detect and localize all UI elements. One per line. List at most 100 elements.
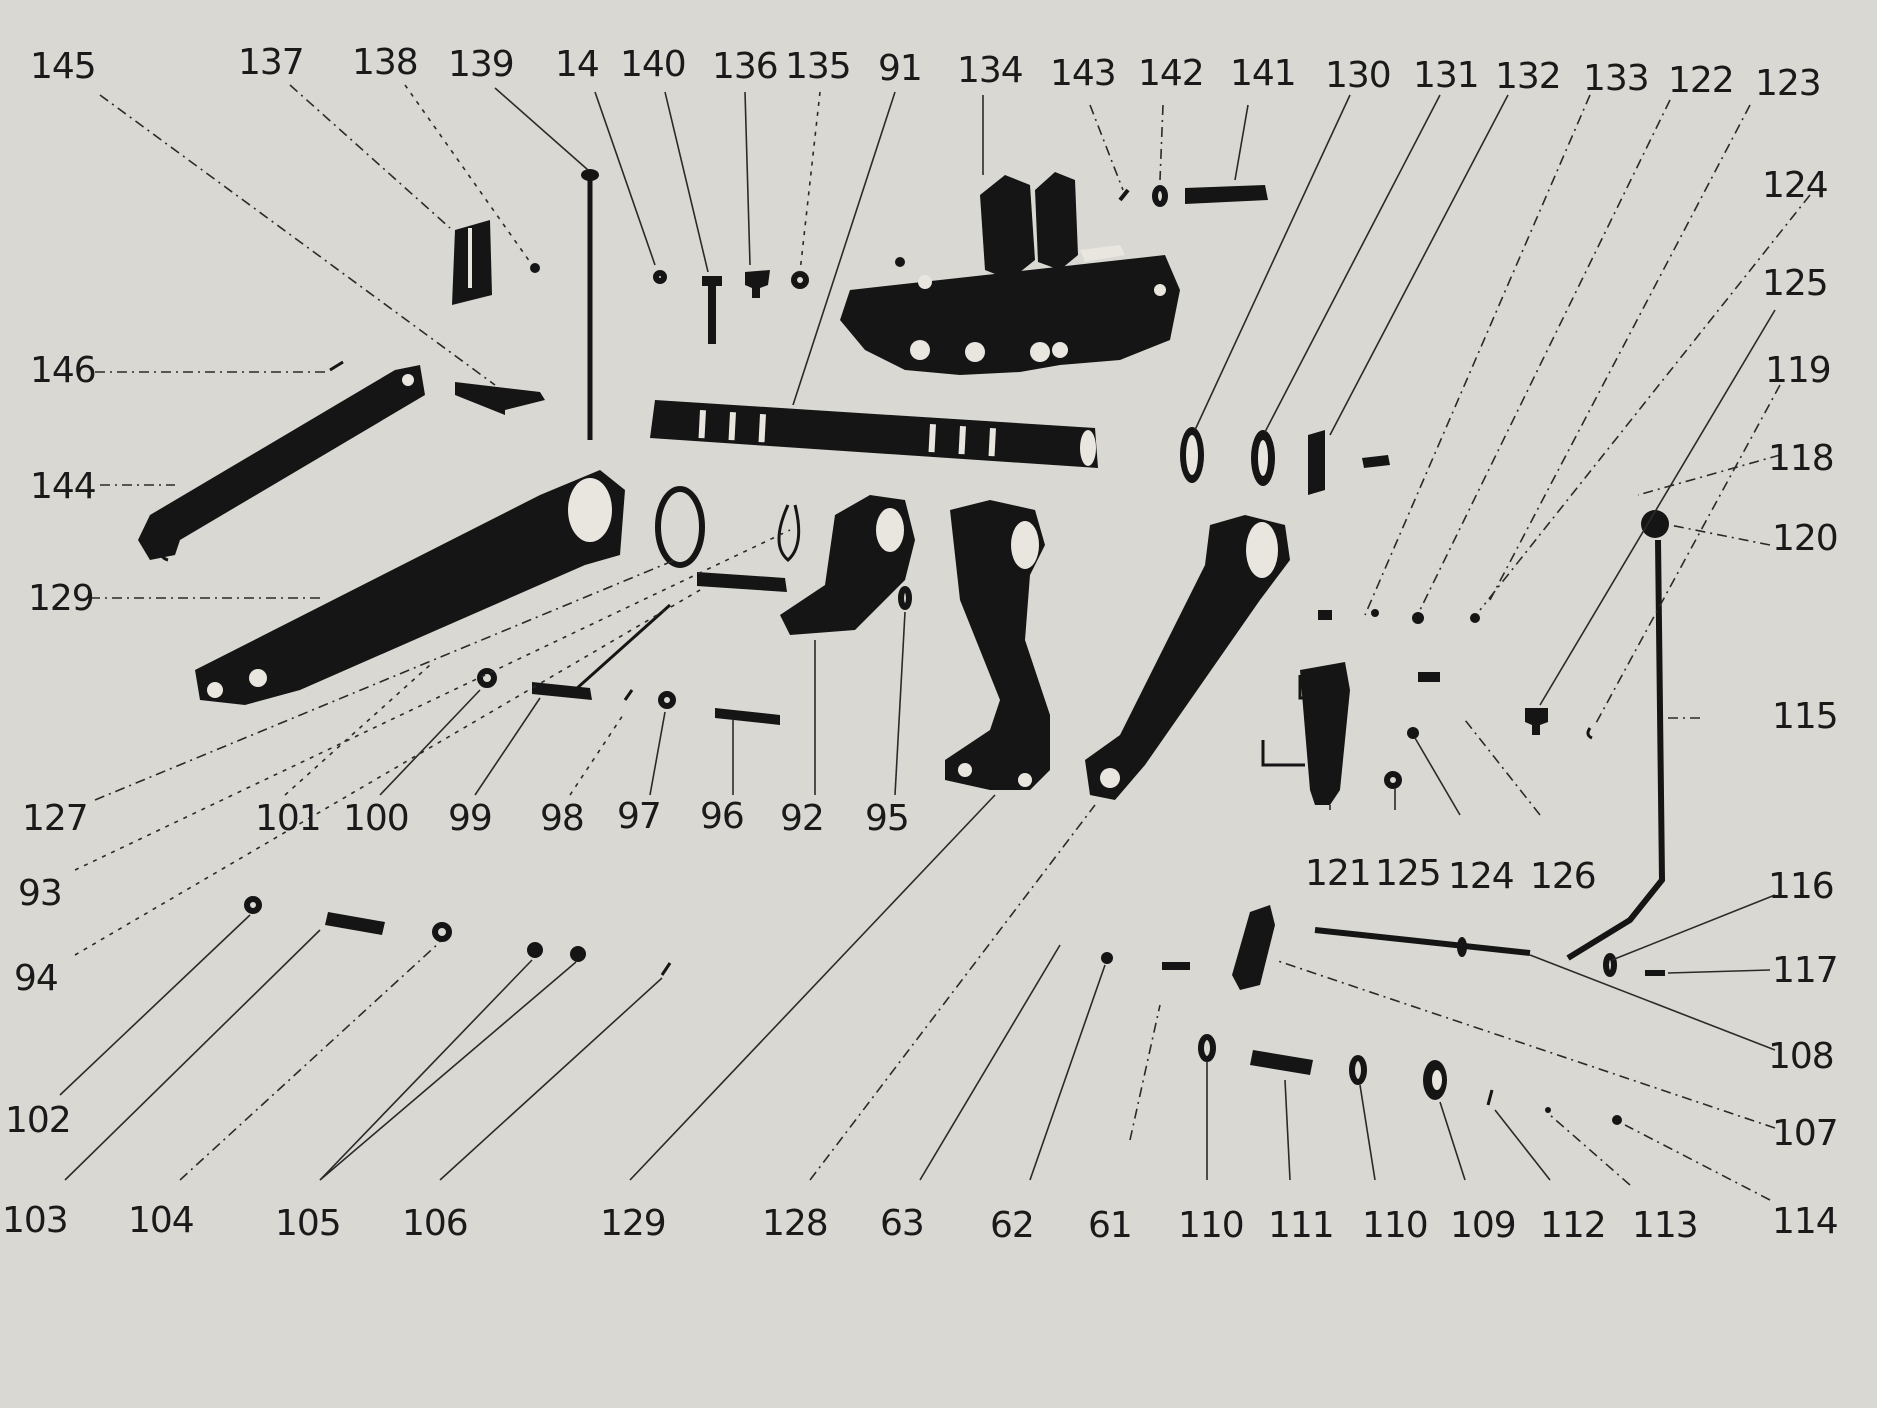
washer-124b-part (1407, 727, 1419, 739)
pin-143-part (1118, 188, 1130, 202)
label-110-a: 110 (1178, 1205, 1244, 1246)
nut-105b-part (570, 946, 586, 962)
spring-103-part (325, 912, 385, 935)
label-137: 137 (238, 42, 304, 83)
label-122: 122 (1668, 60, 1734, 101)
label-142: 142 (1138, 53, 1204, 94)
leader-lines (59, 84, 1811, 1201)
washer-135-part (791, 271, 809, 289)
washer-62-part (1101, 952, 1113, 964)
housing-bracket-part (840, 172, 1180, 375)
label-102: 102 (5, 1100, 71, 1141)
label-133: 133 (1583, 58, 1649, 99)
fork-107-part (1232, 905, 1275, 990)
lift-arm-left-part (195, 470, 625, 705)
knob-120-part (1641, 510, 1669, 538)
clip-118-part (1586, 727, 1593, 740)
nut-105a-part (527, 942, 543, 958)
label-101: 101 (255, 798, 321, 839)
hook-link-part (138, 365, 425, 562)
label-128: 128 (762, 1203, 828, 1244)
label-125: 125 (1762, 263, 1828, 304)
label-121: 121 (1305, 853, 1371, 894)
pin-98-part (623, 689, 634, 701)
ring-125b-part (1384, 771, 1402, 789)
pin-145-part (455, 382, 545, 415)
part-number-labels: 145 137 138 139 14 140 136 135 91 134 14… (2, 42, 1839, 1246)
label-144: 144 (30, 466, 96, 507)
pin-61-part (1162, 962, 1190, 970)
label-107: 107 (1772, 1113, 1838, 1154)
label-136: 136 (712, 46, 778, 87)
label-124-low: 124 (1448, 856, 1514, 897)
label-120: 120 (1772, 518, 1838, 559)
screw-126-part (1418, 672, 1440, 682)
splined-shaft-part (650, 400, 1098, 468)
label-92: 92 (780, 798, 824, 839)
pin-117-part (1645, 970, 1665, 976)
label-97: 97 (617, 796, 661, 837)
washer-110b-part (1349, 1055, 1367, 1085)
label-93: 93 (18, 873, 62, 914)
nut-114-part (1612, 1115, 1622, 1125)
pin-112-part (1486, 1089, 1494, 1106)
label-106: 106 (402, 1203, 468, 1244)
ring-127-part (655, 486, 705, 568)
label-111: 111 (1268, 1205, 1334, 1246)
label-96: 96 (700, 796, 744, 837)
label-99: 99 (448, 798, 492, 839)
nut-123-part (1371, 609, 1379, 617)
rod-108-part (1314, 927, 1531, 957)
spring-111-part (1250, 1050, 1313, 1075)
label-129-bottom: 129 (600, 1203, 666, 1244)
label-116: 116 (1768, 866, 1834, 907)
pin-146-part (329, 360, 344, 372)
bolt-140-part (702, 276, 722, 344)
pin-94-part (697, 572, 787, 592)
ball-113-part (1545, 1107, 1551, 1113)
label-124: 124 (1762, 165, 1828, 206)
screw-119-part (1525, 708, 1548, 735)
label-140: 140 (620, 44, 686, 85)
screw-138-part (530, 263, 540, 273)
screw-122-part (1318, 610, 1332, 620)
plate-132-part (1308, 430, 1325, 495)
label-98: 98 (540, 798, 584, 839)
ring-116-part (1603, 953, 1617, 977)
label-132: 132 (1495, 56, 1561, 97)
ring-95-part (898, 586, 912, 610)
label-103: 103 (2, 1200, 68, 1241)
label-141: 141 (1230, 53, 1296, 94)
ring-142-part (1152, 185, 1168, 207)
label-104: 104 (128, 1200, 194, 1241)
nut-125a-part (1470, 613, 1480, 623)
circlip-93-part (777, 504, 801, 562)
arm-92-part (780, 495, 915, 635)
label-113: 113 (1632, 1205, 1698, 1246)
label-123: 123 (1755, 63, 1821, 104)
label-139: 139 (448, 44, 514, 85)
label-114: 114 (1772, 1201, 1838, 1242)
label-134: 134 (957, 50, 1023, 91)
parts-layer (138, 169, 1669, 1125)
bell-crank-63-part (945, 500, 1050, 790)
label-126: 126 (1530, 856, 1596, 897)
label-146: 146 (30, 350, 96, 391)
rod-139-part (581, 169, 599, 440)
label-131: 131 (1413, 55, 1479, 96)
label-112: 112 (1540, 1205, 1606, 1246)
key-99-part (532, 603, 672, 700)
label-62: 62 (990, 1205, 1034, 1246)
label-105: 105 (275, 1203, 341, 1244)
label-91: 91 (878, 48, 922, 89)
label-117: 117 (1772, 950, 1838, 991)
block-slot (468, 228, 472, 288)
label-130: 130 (1325, 55, 1391, 96)
screw-133-part (1362, 455, 1390, 468)
label-138: 138 (352, 42, 418, 83)
label-125-low: 125 (1375, 853, 1441, 894)
label-115: 115 (1772, 696, 1838, 737)
label-14: 14 (555, 44, 599, 85)
